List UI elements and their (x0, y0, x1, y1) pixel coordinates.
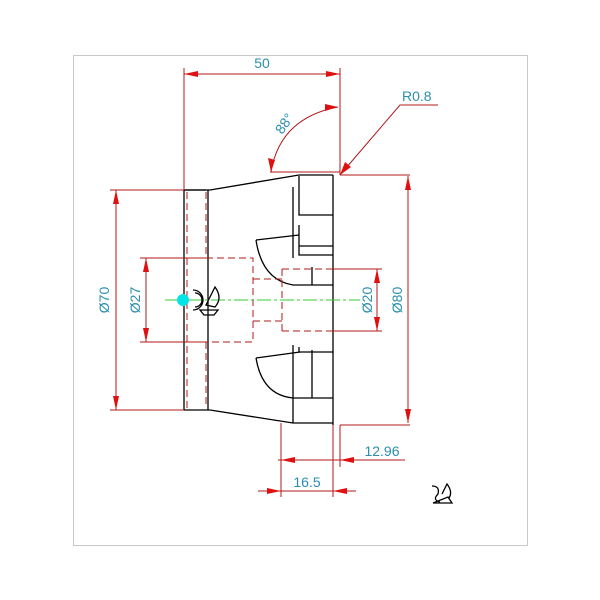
dim-width-small (278, 423, 405, 467)
dim-angle (268, 104, 340, 173)
dim-angle-label: 88° (272, 110, 297, 137)
dim-length (183, 68, 341, 190)
dim-width-small-label: 12.96 (364, 443, 399, 459)
dim-dia-bore-label: Ø27 (127, 287, 143, 314)
dim-dia-right-label: Ø80 (389, 287, 405, 314)
dim-dia-right (340, 176, 411, 426)
drawing-frame (73, 55, 528, 546)
ucs-world-icon (431, 482, 454, 504)
dim-dia-left (110, 189, 184, 411)
ucs-icon (192, 285, 220, 316)
dim-dia-pocket (333, 268, 382, 332)
dim-width-large (258, 425, 356, 497)
dim-dia-bore (140, 257, 206, 343)
dim-width-large-label: 16.5 (293, 474, 320, 490)
dim-length-label: 50 (254, 55, 270, 71)
dim-radius (339, 104, 438, 176)
dim-dia-left-label: Ø70 (96, 287, 112, 314)
dim-dia-pocket-label: Ø20 (359, 287, 375, 314)
dim-radius-label: R0.8 (402, 88, 432, 104)
origin-marker-icon (177, 294, 189, 306)
